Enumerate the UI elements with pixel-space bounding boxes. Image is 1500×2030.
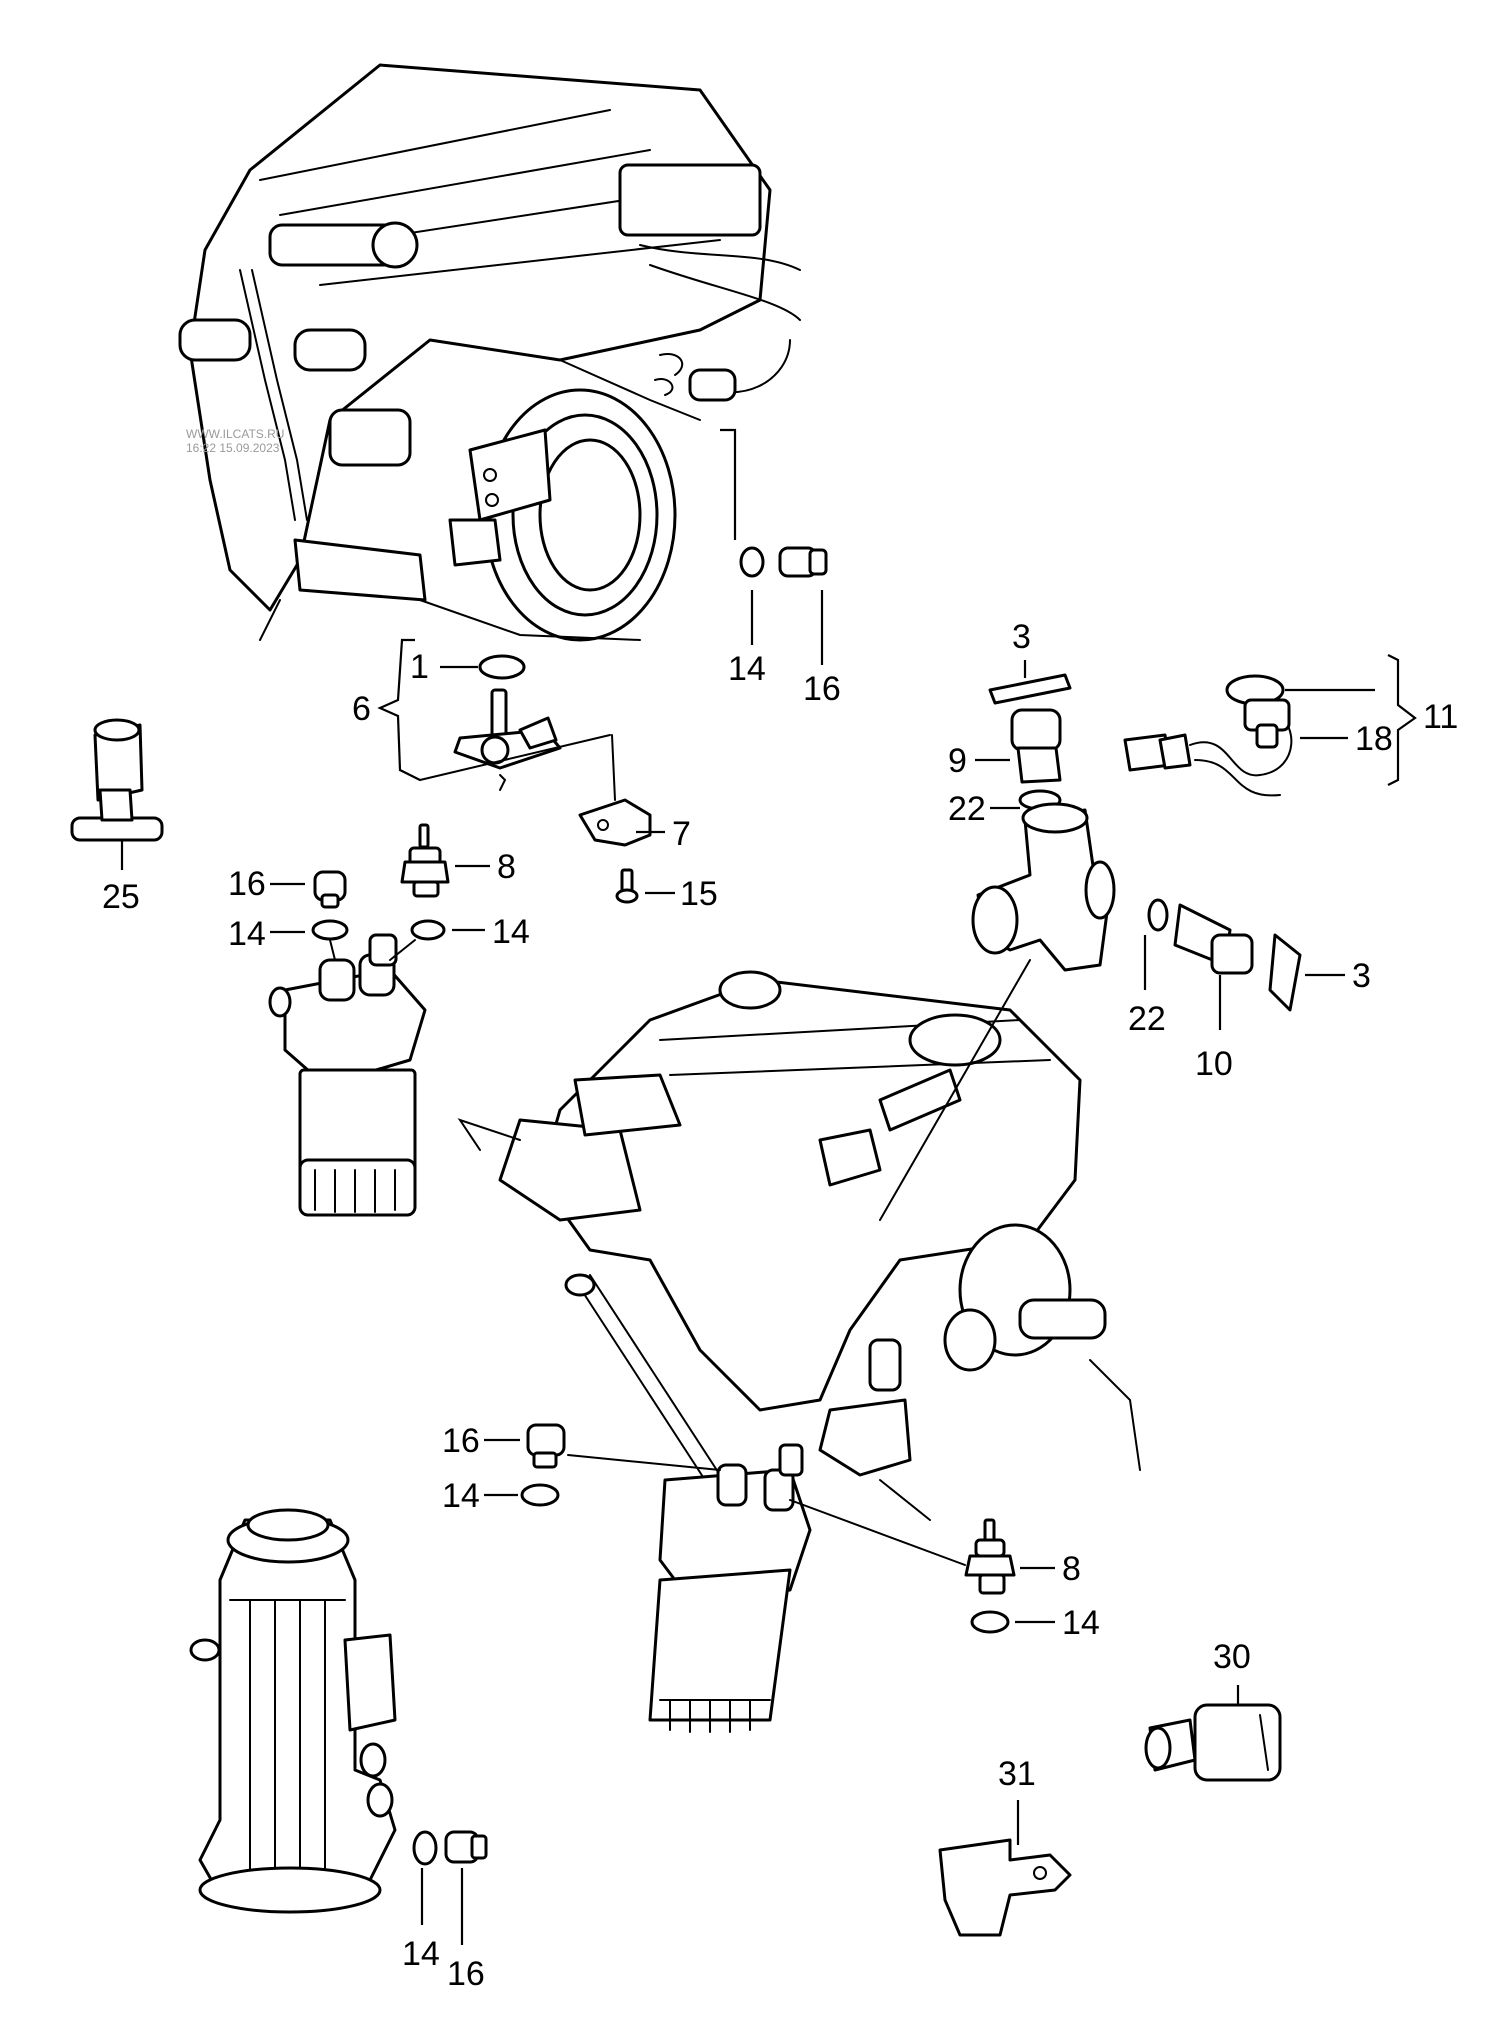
part-14-seal-top bbox=[739, 546, 765, 578]
callout-16-left: 16 bbox=[228, 865, 266, 903]
part-16-plug-top bbox=[778, 546, 828, 578]
part-14-seal-middle-a bbox=[520, 1483, 560, 1507]
callout-22-upper: 22 bbox=[948, 790, 986, 828]
part-14-seal-left-a bbox=[311, 919, 349, 941]
part-7-bracket bbox=[578, 798, 652, 847]
oil-filter-housing-left bbox=[268, 933, 427, 1217]
part-10-temperature-sender bbox=[1173, 903, 1254, 975]
callout-14-left-b: 14 bbox=[492, 913, 530, 951]
part-3-clip-upper bbox=[988, 673, 1072, 705]
part-9-temperature-sender bbox=[1010, 708, 1062, 784]
part-16-plug-left bbox=[313, 870, 347, 909]
callout-3-upper: 3 bbox=[1012, 618, 1031, 656]
callout-11: 11 bbox=[1423, 698, 1458, 736]
callout-14-top: 14 bbox=[728, 650, 766, 688]
callout-14-middle-a: 14 bbox=[442, 1477, 480, 1515]
callout-7: 7 bbox=[672, 815, 691, 853]
part-11-wiring-harness bbox=[1123, 709, 1293, 797]
part-14-seal-bottom bbox=[412, 1830, 438, 1866]
part-30-sensor bbox=[1144, 1703, 1282, 1782]
part-18-temperature-sender bbox=[1225, 674, 1291, 749]
part-16-plug-middle bbox=[526, 1423, 566, 1469]
callout-31: 31 bbox=[998, 1755, 1036, 1793]
callout-30: 30 bbox=[1213, 1638, 1251, 1676]
coolant-flange bbox=[971, 802, 1116, 972]
callout-14-bottom: 14 bbox=[402, 1935, 440, 1973]
part-15-screw bbox=[615, 868, 639, 904]
part-14-seal-middle-b bbox=[970, 1610, 1010, 1634]
part-8-pressure-switch-middle bbox=[964, 1518, 1016, 1595]
engine-middle-illustration bbox=[457, 970, 1141, 1733]
callout-10: 10 bbox=[1195, 1045, 1233, 1083]
callout-16-bottom: 16 bbox=[447, 1955, 485, 1993]
callout-9: 9 bbox=[948, 742, 967, 780]
callout-16-middle: 16 bbox=[442, 1422, 480, 1460]
part-22-o-ring-lower bbox=[1147, 898, 1169, 932]
callout-14-left-a: 14 bbox=[228, 915, 266, 953]
part-3-clip-lower bbox=[1268, 933, 1302, 1012]
callout-18: 18 bbox=[1355, 720, 1393, 758]
callout-8-left: 8 bbox=[497, 848, 516, 886]
part-16-plug-bottom bbox=[444, 1830, 488, 1864]
part-6-oil-level-sender bbox=[453, 688, 562, 770]
engine-top-illustration bbox=[178, 63, 801, 642]
callout-16-top: 16 bbox=[803, 670, 841, 708]
part-25-switch bbox=[70, 718, 164, 842]
watermark-site: WWW.ILCATS.RU bbox=[186, 427, 284, 441]
callout-1: 1 bbox=[410, 648, 429, 686]
oil-filter-housing-bottom bbox=[189, 1508, 397, 1914]
part-8-pressure-switch-left bbox=[400, 823, 450, 898]
callout-15: 15 bbox=[680, 875, 718, 913]
callout-6: 6 bbox=[352, 690, 371, 728]
watermark-stamp: 16:22 15.09.2023 bbox=[186, 441, 280, 455]
part-31-bracket bbox=[938, 1838, 1072, 1937]
callout-25: 25 bbox=[102, 878, 140, 916]
callout-3-lower: 3 bbox=[1352, 957, 1371, 995]
part-1-o-ring bbox=[478, 654, 526, 680]
callout-22-lower: 22 bbox=[1128, 1000, 1166, 1038]
callout-8-middle: 8 bbox=[1062, 1550, 1081, 1588]
callout-14-middle-b: 14 bbox=[1062, 1604, 1100, 1642]
part-14-seal-left-b bbox=[410, 919, 446, 941]
